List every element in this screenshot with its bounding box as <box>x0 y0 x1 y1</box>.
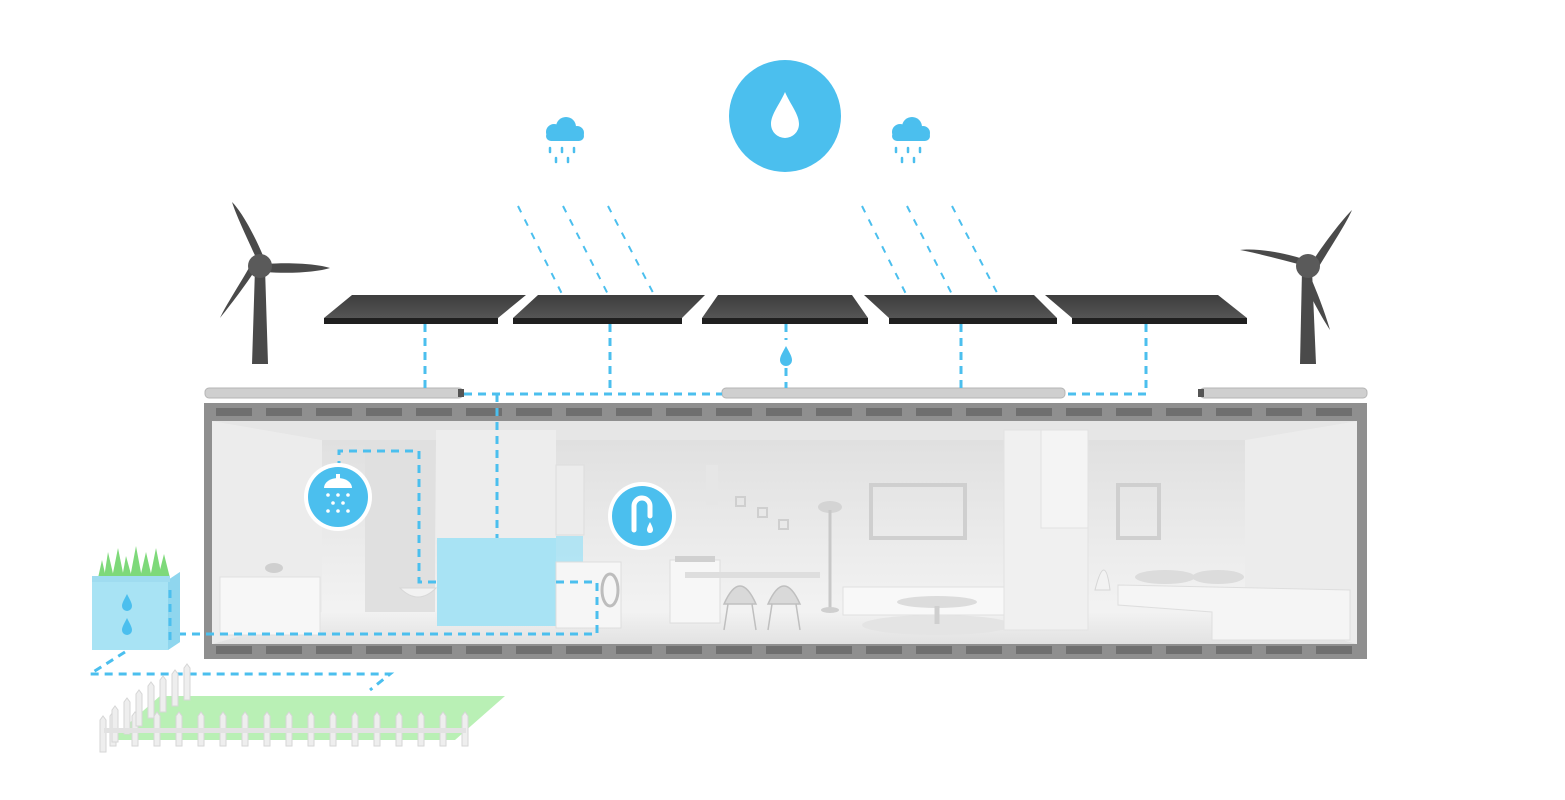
vent-slot <box>966 408 1002 416</box>
vent-slot <box>1066 408 1102 416</box>
vent-slot <box>516 646 552 654</box>
collection-pipes <box>423 324 1148 396</box>
vent-slot <box>1116 646 1152 654</box>
dining-chairs <box>722 585 802 631</box>
vent-slot <box>616 646 652 654</box>
vent-slot <box>566 408 602 416</box>
vent-slot <box>1216 646 1252 654</box>
vent-slot <box>1166 408 1202 416</box>
roof-vent-row <box>216 408 1352 416</box>
solar-panel <box>702 295 868 324</box>
vent-slot <box>216 646 252 654</box>
fence-rail <box>104 728 466 733</box>
fence-picket <box>135 689 143 727</box>
vent-slot <box>866 646 902 654</box>
fence-picket <box>123 697 131 735</box>
vent-slot <box>666 646 702 654</box>
vent-slot <box>766 408 802 416</box>
vent-slot <box>366 646 402 654</box>
vent-slot <box>716 646 752 654</box>
vent-slot <box>366 408 402 416</box>
kitchen <box>555 464 820 629</box>
vent-slot <box>1116 408 1152 416</box>
vent-slot <box>916 408 952 416</box>
wind-turbine-right <box>1240 210 1352 364</box>
fence-picket <box>183 663 191 701</box>
vent-slot <box>1216 408 1252 416</box>
wind-turbine-left <box>220 202 330 364</box>
vent-slot <box>1016 408 1052 416</box>
vent-slot <box>316 408 352 416</box>
water-storage-tank <box>437 538 556 626</box>
vent-slot <box>466 408 502 416</box>
vent-slot <box>266 646 302 654</box>
roof-gutter <box>204 387 1368 399</box>
vent-slot <box>1316 646 1352 654</box>
fence-picket <box>147 681 155 719</box>
fence-picket <box>159 675 167 713</box>
rain-cloud-icon <box>892 117 930 164</box>
vent-slot <box>516 408 552 416</box>
vent-slot <box>716 408 752 416</box>
main-water-drop-icon <box>729 60 841 172</box>
living-room <box>842 429 1089 635</box>
vent-slot <box>466 646 502 654</box>
solar-panel <box>864 295 1057 324</box>
rain-streaks <box>517 205 1007 311</box>
vent-slot <box>566 646 602 654</box>
irrigation-pipes <box>84 590 395 692</box>
vent-slot <box>266 408 302 416</box>
vent-slot <box>1066 646 1102 654</box>
solar-panel <box>1045 295 1247 324</box>
fence-picket <box>171 669 179 707</box>
vent-slot <box>666 408 702 416</box>
picket-fence <box>99 663 469 753</box>
small-water-drop-icon <box>780 346 792 366</box>
fence-picket <box>111 705 119 743</box>
vent-slot <box>816 408 852 416</box>
vent-slot <box>1016 646 1052 654</box>
vent-slot <box>916 646 952 654</box>
faucet-icon <box>608 482 676 550</box>
vent-slot <box>1166 646 1202 654</box>
shower-icon <box>304 463 372 531</box>
solar-panels <box>324 295 1247 324</box>
vent-slot <box>816 646 852 654</box>
vent-slot <box>316 646 352 654</box>
planter-box <box>92 546 180 650</box>
fence-picket <box>99 715 107 753</box>
vent-slot <box>1316 408 1352 416</box>
floor-lamp <box>818 501 842 613</box>
rain-cloud-icon <box>546 117 584 164</box>
vent-slot <box>1266 646 1302 654</box>
vent-slot <box>416 408 452 416</box>
floor-vent-row <box>216 646 1352 654</box>
bedroom <box>1094 483 1351 641</box>
vent-slot <box>966 646 1002 654</box>
vent-slot <box>416 646 452 654</box>
vent-slot <box>766 646 802 654</box>
vent-slot <box>1266 408 1302 416</box>
water-drop-icon <box>122 594 132 635</box>
solar-panel <box>324 295 526 324</box>
vent-slot <box>216 408 252 416</box>
solar-panel <box>513 295 705 324</box>
vent-slot <box>616 408 652 416</box>
vent-slot <box>866 408 902 416</box>
